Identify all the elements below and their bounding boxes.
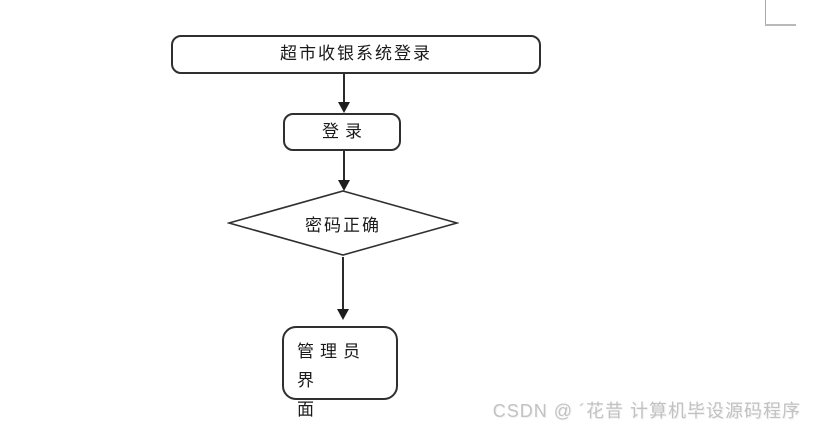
- node-admin-label-line1: 管理员界: [297, 342, 366, 390]
- flowchart-node-decision: 密码正确: [227, 190, 459, 258]
- flowchart-node-login: 登录: [283, 113, 401, 151]
- page-corner-mark-horizontal: [765, 24, 796, 26]
- arrow-shaft: [343, 74, 345, 103]
- page-corner-mark-vertical: [765, 0, 766, 25]
- arrow-head-icon: [337, 309, 349, 320]
- arrow-start-to-login: [338, 74, 350, 113]
- arrow-head-icon: [338, 102, 350, 113]
- arrow-decision-to-admin: [337, 257, 349, 320]
- csdn-watermark: CSDN @ ´花昔 计算机毕设源码程序: [492, 401, 801, 421]
- arrow-shaft: [342, 257, 344, 310]
- node-admin-label-line2: 面: [297, 400, 320, 419]
- node-start-label: 超市收银系统登录: [280, 44, 432, 64]
- arrow-login-to-decision: [338, 151, 350, 191]
- node-login-label: 登录: [322, 121, 368, 141]
- arrow-shaft: [343, 151, 345, 181]
- node-decision-label: 密码正确: [305, 215, 381, 235]
- arrow-head-icon: [338, 180, 350, 191]
- flowchart-node-admin: 管理员界 面: [282, 326, 398, 419]
- flowchart-node-start: 超市收银系统登录: [171, 35, 541, 74]
- diamond-shape: [227, 190, 459, 256]
